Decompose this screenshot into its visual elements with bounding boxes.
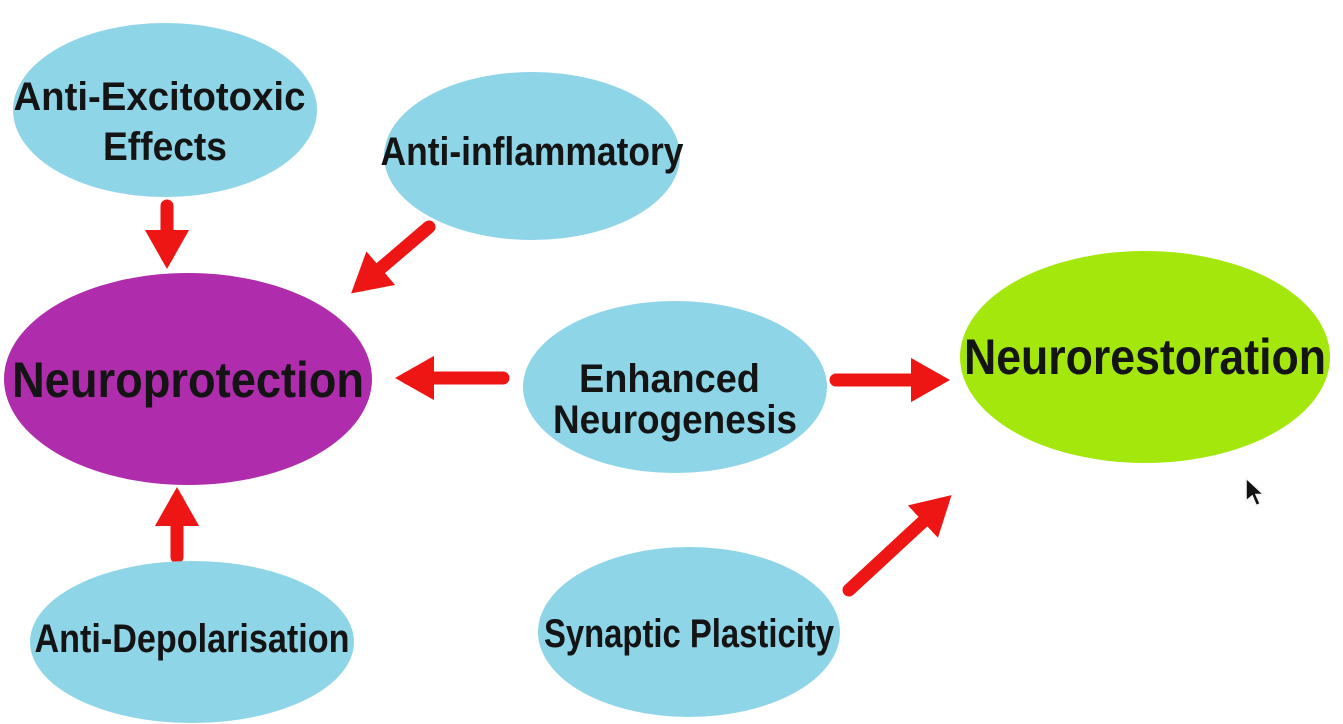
node-anti-inflammatory-label: Anti-inflammatory	[381, 130, 685, 174]
node-anti-excitotoxic: Anti-Excitotoxic Effects	[13, 23, 317, 197]
node-enhanced-neurogenesis-label: Enhanced Neurogenesis	[553, 357, 797, 442]
node-neurorestoration: Neurorestoration	[960, 251, 1330, 463]
node-neuroprotection: Neuroprotection	[4, 273, 372, 485]
node-enhanced-neurogenesis-shape	[523, 301, 827, 473]
node-anti-depolarisation-label: Anti-Depolarisation	[35, 617, 350, 661]
node-anti-excitotoxic-shape	[13, 23, 317, 197]
node-neurorestoration-shape	[960, 251, 1330, 463]
node-synaptic-plasticity: Synaptic Plasticity	[538, 547, 840, 717]
node-synaptic-plasticity-shape	[538, 547, 840, 717]
node-neuroprotection-label: Neuroprotection	[12, 352, 364, 408]
mouse-arrow-cursor-icon	[1245, 476, 1266, 507]
node-enhanced-neurogenesis-label-line1: Enhanced	[579, 357, 760, 401]
node-enhanced-neurogenesis: Enhanced Neurogenesis	[523, 301, 827, 473]
node-anti-depolarisation-shape	[30, 561, 354, 723]
node-neuroprotection-shape	[4, 273, 372, 485]
node-anti-excitotoxic-label: Anti-Excitotoxic Effects	[13, 75, 316, 169]
node-anti-inflammatory-shape	[384, 72, 680, 240]
node-enhanced-neurogenesis-label-line2: Neurogenesis	[553, 398, 797, 442]
node-synaptic-plasticity-label: Synaptic Plasticity	[544, 612, 835, 656]
node-anti-depolarisation: Anti-Depolarisation	[30, 561, 354, 723]
edge-group	[144, 199, 952, 597]
edge-antiinflammatory-to-neuroprotection	[351, 220, 436, 294]
mouse-arrow-cursor-shape	[1245, 476, 1266, 507]
node-anti-excitotoxic-label-line1: Anti-Excitotoxic	[13, 75, 305, 119]
edge-synapticplasticity-to-neurorestoration	[842, 495, 952, 597]
node-anti-inflammatory: Anti-inflammatory	[381, 72, 685, 240]
node-anti-excitotoxic-label-line2: Effects	[103, 125, 227, 169]
node-neurorestoration-label: Neurorestoration	[964, 329, 1326, 385]
